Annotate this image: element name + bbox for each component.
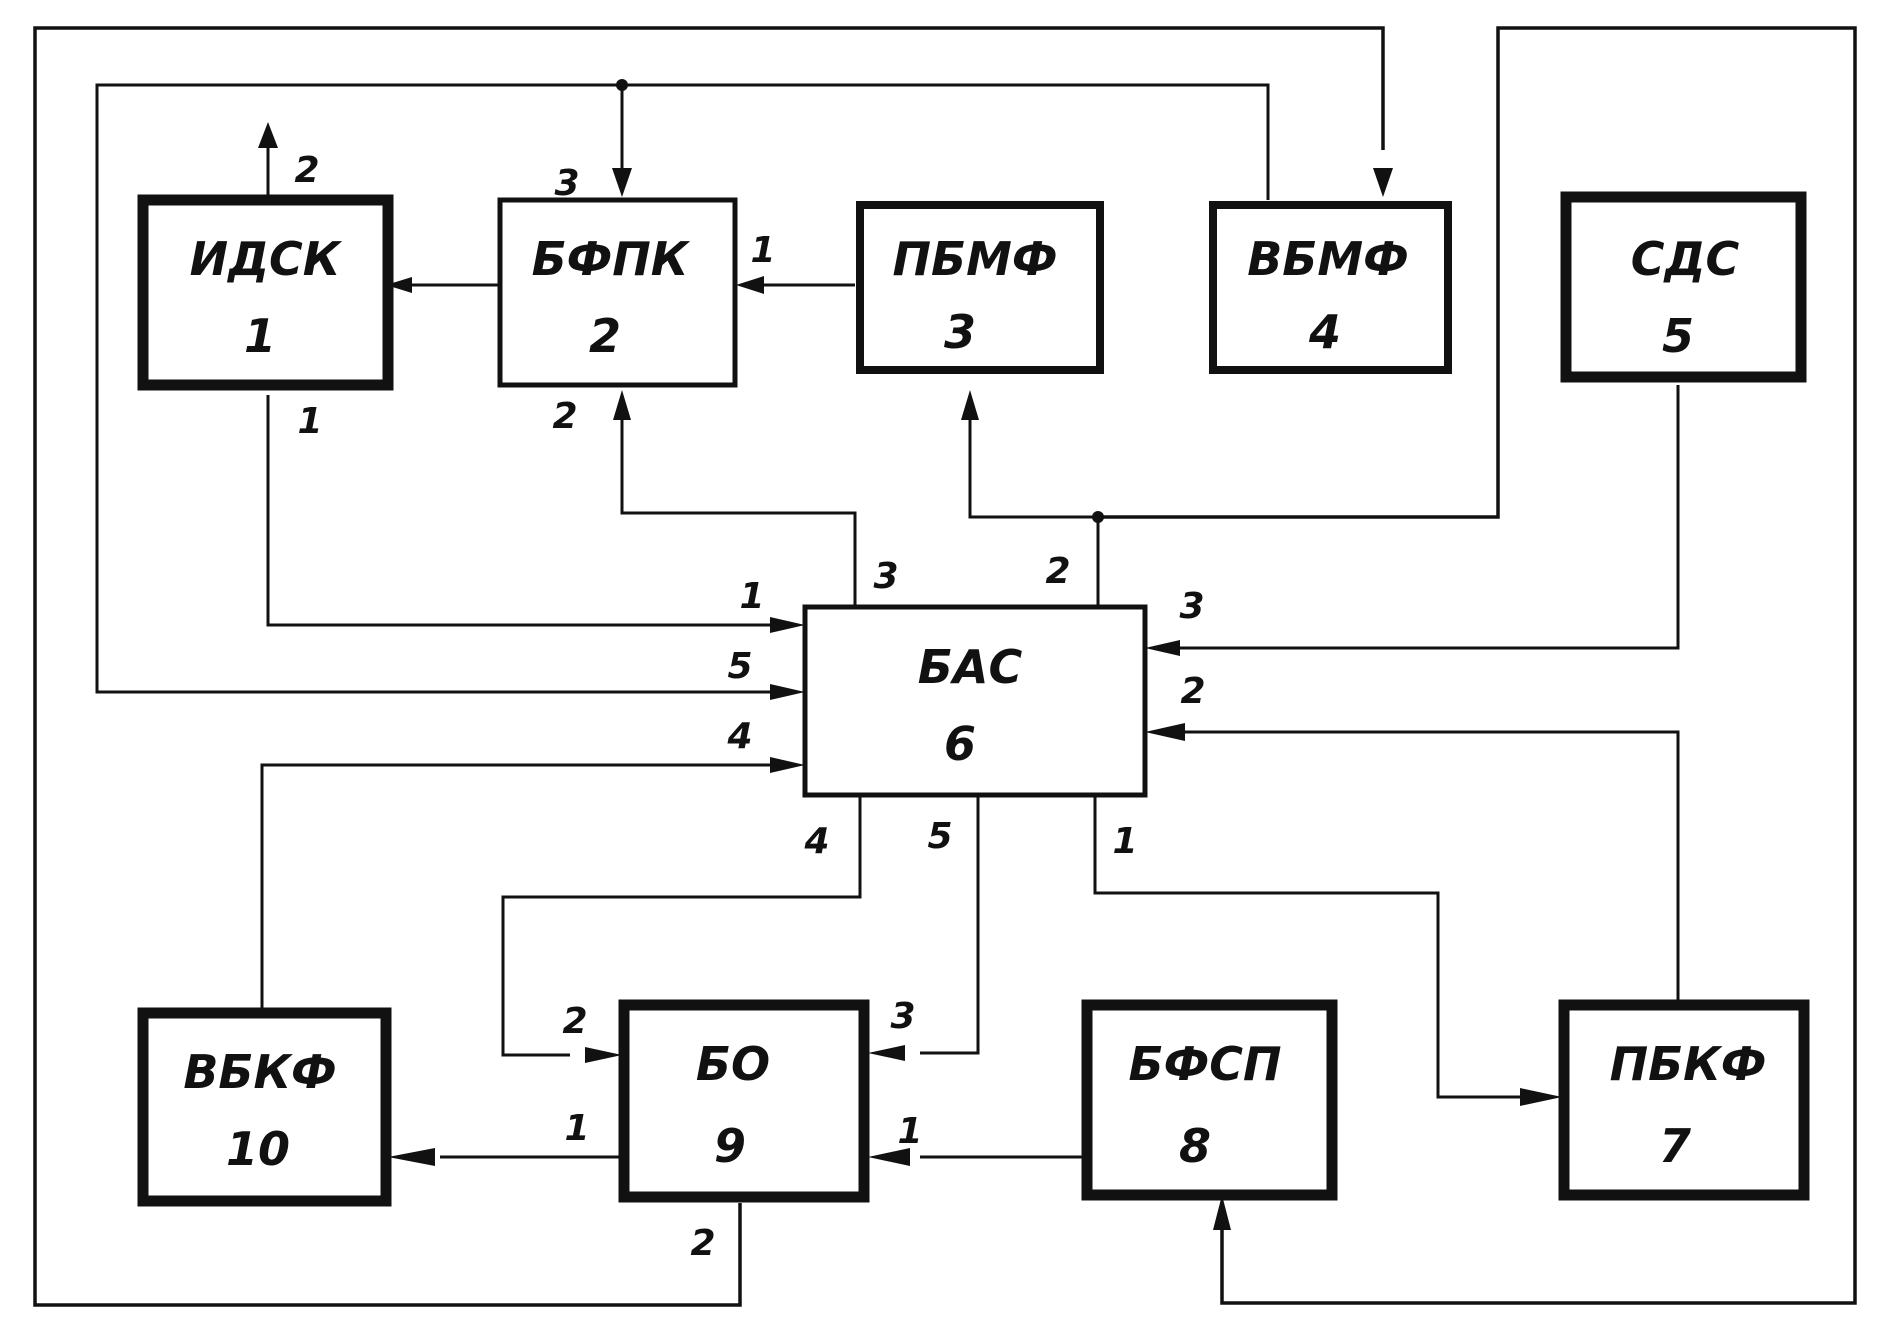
wire-b6-out2-to-b3 — [970, 420, 1098, 605]
block-b3-name: ПБМФ — [893, 232, 1058, 286]
junction-b6-out2 — [1092, 511, 1104, 523]
block-b8-name: БФСП — [1129, 1037, 1282, 1091]
wire-b10-to-b6-in4 — [262, 765, 772, 1013]
port-label-b6-top-3: 3 — [873, 556, 898, 597]
arrow-b2-top-in — [612, 168, 632, 197]
arrow-b6-in5 — [770, 684, 805, 700]
block-b2-number: 2 — [589, 309, 621, 363]
block-b5-name: СДС — [1631, 232, 1740, 286]
arrow-b6-in1 — [770, 617, 805, 633]
port-label-b6-in-right-2: 2 — [1180, 671, 1205, 712]
arrow-b9-in3 — [868, 1045, 905, 1061]
block-b3-box — [860, 205, 1100, 370]
block-b3-number: 3 — [944, 305, 976, 359]
arrow-b6-in2-right — [1145, 723, 1185, 741]
block-b5: СДС 5 — [1566, 197, 1801, 377]
block-b4: ВБМФ 4 — [1213, 205, 1448, 370]
block-b7-name: ПБКФ — [1610, 1037, 1767, 1091]
port-label-b9-in-1: 1 — [897, 1111, 922, 1152]
port-label-b9-in-2: 2 — [562, 1001, 587, 1042]
port-label-b1-out-top: 2 — [294, 150, 319, 191]
port-label-b9-out-1: 1 — [564, 1108, 589, 1149]
block-b9-number: 9 — [714, 1119, 746, 1173]
block-b8-number: 8 — [1179, 1119, 1211, 1173]
block-b1-name: ИДСК — [190, 232, 343, 286]
block-b9-name: БО — [696, 1037, 770, 1091]
port-label-b2-top: 3 — [554, 163, 579, 204]
block-b4-name: ВБМФ — [1247, 232, 1409, 286]
wire-b7-to-b6-in2 — [1170, 732, 1678, 1003]
port-label-b6-in-left-1: 1 — [739, 576, 764, 617]
port-label-b6-in-right-3: 3 — [1179, 586, 1204, 627]
block-b9: БО 9 — [624, 1005, 864, 1197]
block-b1: ИДСК 1 — [143, 200, 388, 385]
block-b7-number: 7 — [1659, 1119, 1691, 1173]
port-label-b2-right: 1 — [750, 230, 775, 271]
wire-b1-to-b6-in1 — [268, 395, 772, 625]
block-b6: БАС 6 — [805, 607, 1145, 795]
port-label-b9-in-3: 3 — [890, 996, 915, 1037]
arrow-b10-in — [388, 1148, 435, 1166]
block-b4-number: 4 — [1308, 305, 1341, 359]
port-label-b2-bottom: 2 — [552, 396, 577, 437]
arrow-b7-in — [1520, 1088, 1562, 1106]
port-label-b6-in-left-5: 5 — [727, 646, 752, 687]
arrow-b2-bottom-in — [613, 390, 631, 420]
block-b2-name: БФПК — [532, 232, 691, 286]
port-label-b1-bottom: 1 — [297, 401, 322, 442]
block-b3: ПБМФ 3 — [860, 205, 1100, 370]
block-b6-name: БАС — [918, 640, 1023, 694]
arrow-b3-bottom-in — [961, 390, 979, 420]
block-b8: БФСП 8 — [1087, 1005, 1332, 1195]
junction-top-bus — [616, 79, 628, 91]
block-b1-number: 1 — [244, 309, 276, 363]
port-label-b6-in-left-4: 4 — [726, 716, 752, 757]
block-b10-name: ВБКФ — [183, 1045, 336, 1099]
block-b2: БФПК 2 — [500, 200, 735, 385]
port-label-b6-top-2: 2 — [1045, 551, 1070, 592]
port-label-b9-bottom-2: 2 — [690, 1223, 715, 1264]
block-b7: ПБКФ 7 — [1564, 1005, 1804, 1195]
arrow-b1-out2-up — [258, 122, 278, 148]
port-label-b6-bottom-4: 4 — [803, 821, 829, 862]
block-b10-number: 10 — [226, 1122, 290, 1176]
arrow-b6-in4 — [770, 757, 805, 773]
block-b5-number: 5 — [1662, 309, 1694, 363]
arrow-b2-right-in — [736, 276, 764, 294]
arrow-b9-in2 — [585, 1047, 622, 1063]
block-b10: ВБКФ 10 — [143, 1013, 386, 1201]
port-label-b6-bottom-5: 5 — [927, 816, 952, 857]
port-label-b6-bottom-1: 1 — [1112, 821, 1137, 862]
arrow-b6-in3-right — [1145, 640, 1180, 656]
arrow-b4-in — [1373, 168, 1393, 197]
block-b6-number: 6 — [944, 717, 976, 771]
